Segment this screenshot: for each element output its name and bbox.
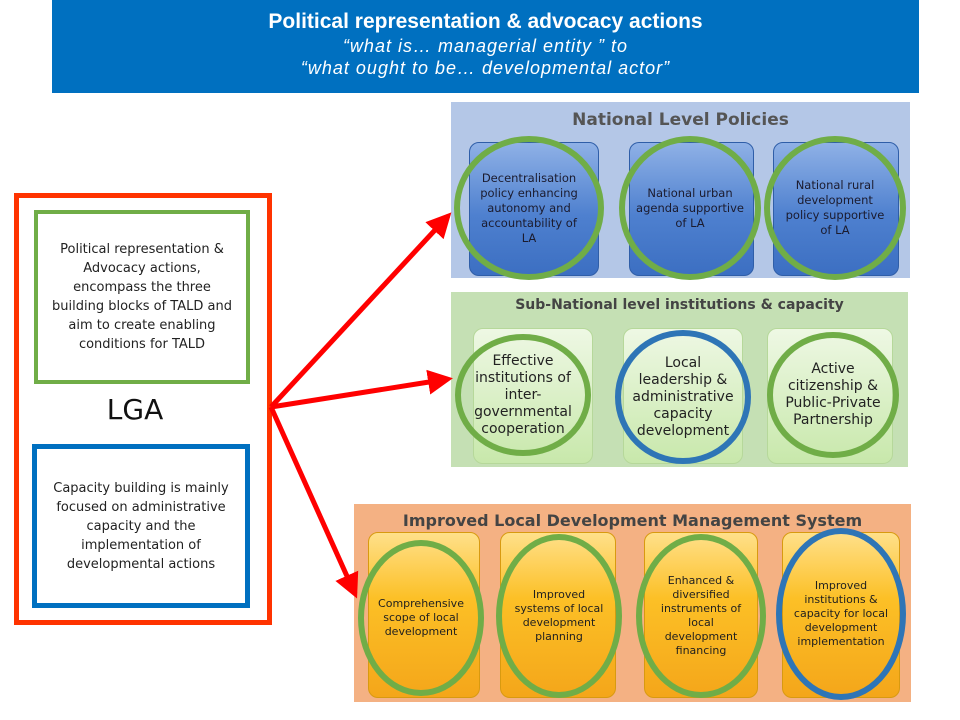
national-item-3-text: National rural development policy suppor… [785,178,885,237]
subnational-item-2: Local leadership & administrative capaci… [615,330,751,464]
improved-item-2: Improved systems of local development pl… [496,534,622,698]
improved-ldms-panel: Improved Local Development Management Sy… [354,504,911,702]
lga-label: LGA [106,393,164,426]
capacity-building-text: Capacity building is mainly focused on a… [53,480,229,572]
subnational-item-2-text: Local leadership & administrative capaci… [632,354,734,439]
national-item-2: National urban agenda supportive of LA [619,136,761,280]
national-item-1-text: Decentralisation policy enhancing autono… [480,170,578,245]
improved-item-4: Improved institutions & capacity for loc… [776,528,906,700]
improved-item-1-text: Comprehensive scope of local development [378,597,464,638]
improved-ldms-title: Improved Local Development Management Sy… [402,511,863,530]
arrow-to-improved [268,405,359,599]
improved-item-3: Enhanced & diversified instruments of lo… [636,534,766,698]
improved-item-2-text: Improved systems of local development pl… [514,588,604,643]
subnational-panel: Sub-National level institutions & capaci… [451,292,908,467]
subnational-item-1: Effective institutions of inter-governme… [455,334,591,456]
arrow-to-subnational [270,369,453,410]
subnational-item-3-text: Active citizenship & Public-Private Part… [785,361,881,428]
political-representation-box: Political representation & Advocacy acti… [34,210,250,384]
national-item-3: National rural development policy suppor… [764,136,906,280]
capacity-building-box: Capacity building is mainly focused on a… [32,444,250,608]
national-policies-panel: National Level Policies Decentralisation… [451,102,910,280]
subnational-title: Sub-National level institutions & capaci… [515,297,844,313]
subnational-item-3: Active citizenship & Public-Private Part… [767,332,899,458]
arrow-to-national [269,212,452,409]
improved-item-3-text: Enhanced & diversified instruments of lo… [660,574,742,657]
national-item-1: Decentralisation policy enhancing autono… [454,136,604,280]
header-subtitle-line-2: “what ought to be… developmental actor” [300,58,671,78]
header-banner: Political representation & advocacy acti… [52,0,919,93]
header-subtitle-line-1: “what is… managerial entity ” to [342,36,629,56]
national-item-2-text: National urban agenda supportive of LA [636,185,744,230]
improved-item-4-text: Improved institutions & capacity for loc… [793,579,889,648]
improved-item-1: Comprehensive scope of local development [358,540,484,696]
political-representation-text: Political representation & Advocacy acti… [52,242,232,352]
national-policies-title: National Level Policies [572,110,789,130]
subnational-item-1-text: Effective institutions of inter-governme… [474,352,572,437]
header-title: Political representation & advocacy acti… [268,10,703,33]
